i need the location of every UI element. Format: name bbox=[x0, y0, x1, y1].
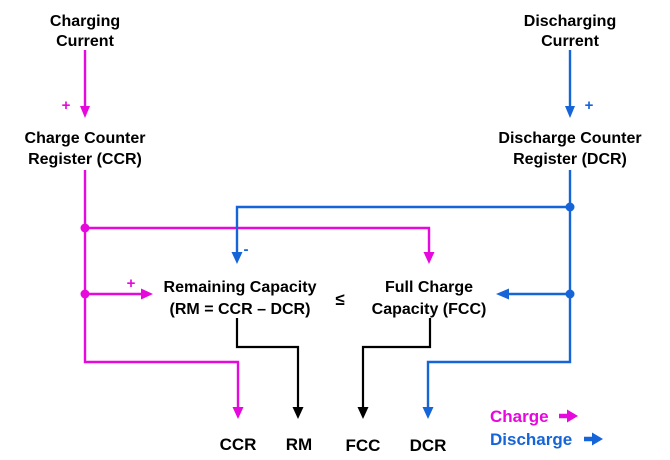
output-label-rm: RM bbox=[286, 435, 312, 454]
rm-plus-sign: + bbox=[127, 275, 136, 292]
charge-right-arrow-icon bbox=[559, 409, 578, 423]
black-output-group bbox=[235, 318, 432, 419]
charge-counter-register-label-line1: Charge Counter bbox=[25, 130, 146, 147]
charging-plus-sign: + bbox=[62, 97, 71, 114]
charge-junction-dot-top bbox=[80, 223, 90, 233]
legend: Charge Discharge bbox=[490, 407, 603, 449]
discharging-current-label-line2: Current bbox=[541, 33, 599, 50]
dcr-to-rm-arrowhead-icon bbox=[231, 252, 243, 264]
ccr-output-arrowhead-icon bbox=[232, 407, 244, 419]
fcc-output-arrowhead-icon bbox=[357, 407, 369, 419]
rm-minus-sign: - bbox=[244, 241, 249, 258]
discharge-counter-register-label-line2: Register (DCR) bbox=[513, 151, 627, 168]
dcr-output-arrowhead-icon bbox=[422, 407, 434, 419]
ccr-to-fcc-line bbox=[85, 226, 431, 253]
ccr-to-rm-arrowhead-icon bbox=[141, 288, 153, 300]
full-charge-capacity-label-line1: Full Charge bbox=[385, 279, 473, 296]
discharging-plus-sign: + bbox=[585, 97, 594, 114]
output-label-dcr: DCR bbox=[410, 436, 447, 455]
discharge-junction-dot-top bbox=[565, 202, 575, 212]
dcr-to-fcc-arrowhead-icon bbox=[496, 288, 509, 300]
discharge-junction-dot-bottom bbox=[565, 289, 575, 299]
discharging-current-arrowhead-icon bbox=[565, 106, 575, 118]
rm-output-line bbox=[235, 318, 300, 409]
discharge-counter-register-label-line1: Discharge Counter bbox=[498, 130, 641, 147]
output-label-ccr: CCR bbox=[220, 435, 257, 454]
charge-path-group bbox=[80, 50, 435, 419]
less-or-equal-sign: ≤ bbox=[335, 290, 344, 309]
charging-current-label-line1: Charging bbox=[50, 13, 120, 30]
ccr-to-fcc-arrowhead-icon bbox=[423, 252, 435, 264]
legend-discharge-label: Discharge bbox=[490, 430, 572, 449]
remaining-capacity-label-line1: Remaining Capacity bbox=[164, 279, 317, 296]
charge-counter-register-label-line2: Register (CCR) bbox=[28, 151, 142, 168]
dcr-to-rm-line bbox=[235, 205, 570, 253]
legend-charge-label: Charge bbox=[490, 407, 549, 426]
rm-output-arrowhead-icon bbox=[292, 407, 304, 419]
charging-current-arrowhead-icon bbox=[80, 106, 90, 118]
discharge-right-arrow-icon bbox=[584, 432, 603, 446]
discharging-current-label-line1: Discharging bbox=[524, 13, 616, 30]
discharge-path-group bbox=[231, 50, 575, 419]
charge-junction-dot-bottom bbox=[80, 289, 90, 299]
fcc-output-line bbox=[361, 318, 432, 409]
output-label-fcc: FCC bbox=[346, 436, 381, 455]
full-charge-capacity-label-line2: Capacity (FCC) bbox=[372, 301, 487, 318]
charging-current-label-line2: Current bbox=[56, 33, 114, 50]
ccr-to-bottom-line bbox=[83, 170, 240, 409]
remaining-capacity-label-line2: (RM = CCR – DCR) bbox=[170, 301, 311, 318]
dcr-to-bottom-line bbox=[426, 170, 572, 409]
